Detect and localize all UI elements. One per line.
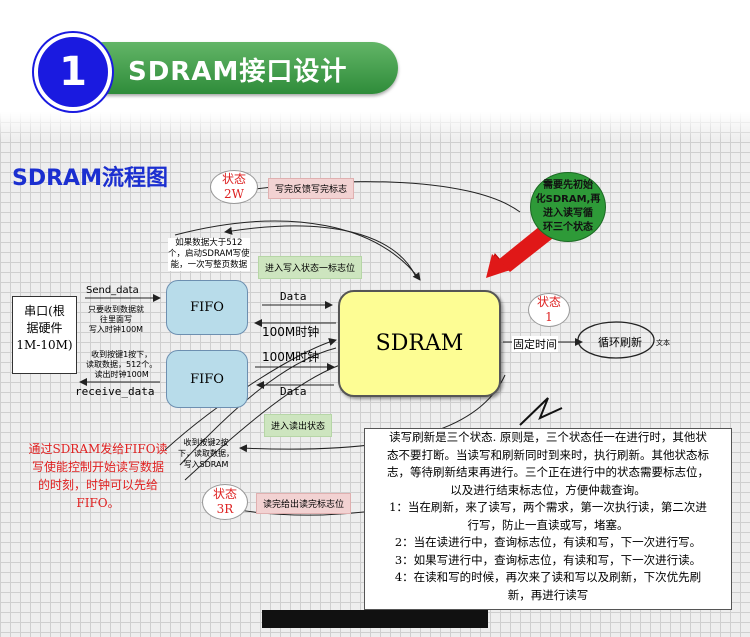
note-line-5: 1：当在刷新，来了读写，两个需求，第一次执行读，第二次进	[389, 500, 707, 514]
arbitration-note: 读写刷新是三个状态. 原则是，三个状态任一在进行时，其他状 态不要打断。当读写和…	[364, 428, 732, 610]
red-arrow-head	[486, 254, 510, 278]
send-data-label: Send_data	[86, 285, 139, 296]
enter-write-tag: 进入写入状态一标志位	[258, 256, 363, 279]
bottom-bar	[262, 610, 488, 628]
serial-line-1: 串口(根	[24, 304, 65, 318]
write-feedback-tag: 写完反馈写完标志	[268, 178, 355, 199]
section-title-pill: SDRAM接口设计	[78, 42, 398, 94]
note-line-3: 志，等待刷新结束再进行。三个正在进行中的状态需要标志位，	[387, 465, 709, 479]
read-key-curve-2	[179, 347, 337, 466]
init-line-2: 化SDRAM,再	[535, 194, 601, 205]
state-3r-title: 状态	[212, 487, 237, 501]
serial-in-note: 只要收到数据就 往里面写 写入时钟100M	[88, 305, 144, 335]
small-text-label: 文本	[656, 339, 670, 347]
note-line-4: 以及进行结束标志位，方便仲裁查询。	[450, 482, 646, 497]
fifo-write-line-1: 如果数据大于512	[175, 238, 243, 248]
serial-in-line-2: 往里面写	[100, 315, 132, 324]
fifo-bottom-box: FIFO	[166, 350, 248, 408]
read-key-curve-3	[184, 364, 341, 481]
diagram-title: SDRAM流程图	[12, 166, 168, 191]
fifo-write-line-3: 能，一次写整页数据	[170, 260, 248, 270]
serial-out-note: 收到按键1按下， 读取数据，512个。 读出时钟100M	[86, 350, 157, 380]
state-2w-code: 2W	[224, 187, 244, 201]
write-start-curve	[174, 220, 421, 281]
refresh-label: 循环刷新	[598, 336, 642, 349]
serial-out-line-3: 读出时钟100M	[94, 370, 149, 379]
red-arrow-shaft	[498, 222, 557, 272]
fifo-write-line-2: 个，启动SDRAM写使	[168, 249, 250, 259]
fifo-write-note: 如果数据大于512 个，启动SDRAM写使 能，一次写整页数据	[168, 238, 250, 271]
state-1-code: 1	[545, 310, 553, 324]
read-key-note: 收到按键2按 下，读取数据， 写入SDRAM	[178, 437, 234, 470]
state-2w-title: 状态	[221, 172, 246, 186]
fixed-time-label: 固定时间	[512, 336, 558, 352]
serial-line-3: 1M-10M)	[16, 338, 73, 352]
read-key-line-2: 下，读取数据，	[178, 449, 234, 458]
header-banner: 1 SDRAM接口设计	[0, 0, 750, 112]
init-line-4: 环三个状态	[542, 222, 593, 233]
init-note-circle: 需要先初始 化SDRAM,再 进入读写循 环三个状态	[530, 172, 606, 242]
receive-data-label: receive_data	[75, 385, 155, 398]
red-note: 通过SDRAM发给FIFO读写使能控制开始读写数据的时刻，时钟可以先给FIFO。	[28, 442, 168, 510]
read-key-line-3: 写入SDRAM	[183, 460, 229, 469]
refresh-loop	[577, 321, 655, 359]
clock-top-label: 100M时钟	[262, 325, 320, 339]
init-line-3: 进入读写循	[542, 208, 593, 219]
note-line-7: 2：当在读进行中，查询标志位，有读和写，下一次进行写。	[394, 535, 702, 549]
state-3r-code: 3R	[216, 502, 234, 516]
serial-port-box: 串口(根 据硬件 1M-10M)	[12, 296, 77, 374]
section-number: 1	[59, 49, 87, 95]
state-1-title: 状态	[536, 295, 561, 309]
write-flag-curve	[214, 181, 521, 213]
read-key-curve	[164, 338, 337, 451]
enter-read-tag: 进入读出状态	[264, 414, 333, 437]
fifo-top-box: FIFO	[166, 280, 248, 335]
note-line-10: 新，再进行读写	[507, 587, 589, 602]
read-key-line-1: 收到按键2按	[183, 438, 229, 447]
sdram-block: SDRAM	[338, 290, 501, 397]
note-line-6: 行写，防止一直读或写，堵塞。	[467, 517, 629, 532]
section-number-badge: 1	[34, 33, 112, 111]
data-bottom-label: Data	[280, 385, 307, 398]
note-line-9: 4：在读和写的时候，再次来了读和写以及刷新，下次优先刷	[394, 570, 702, 584]
serial-out-line-2: 读取数据，512个。	[86, 360, 158, 369]
grid-fade	[0, 112, 750, 140]
serial-in-line-1: 只要收到数据就	[88, 305, 144, 314]
note-line-8: 3：如果写进行中，查询标志位，有读和写，下一次进行读。	[394, 552, 702, 567]
clock-bottom-label: 100M时钟	[262, 350, 320, 364]
note-line-1: 读写刷新是三个状态. 原则是，三个状态任一在进行时，其他状	[389, 430, 707, 444]
note-line-2: 态不要打断。当读写和刷新同时到来时，执行刷新。其他状态标	[387, 447, 709, 462]
init-line-1: 需要先初始	[542, 180, 593, 191]
serial-in-line-3: 写入时钟100M	[88, 325, 144, 334]
serial-line-2: 据硬件	[26, 321, 63, 335]
zigzag-arrow	[519, 397, 563, 426]
serial-out-line-1: 收到按键1按下，	[91, 350, 153, 359]
section-title: SDRAM接口设计	[128, 57, 348, 87]
read-feedback-tag: 读完给出读完标志位	[256, 493, 352, 514]
data-top-label: Data	[280, 290, 307, 303]
